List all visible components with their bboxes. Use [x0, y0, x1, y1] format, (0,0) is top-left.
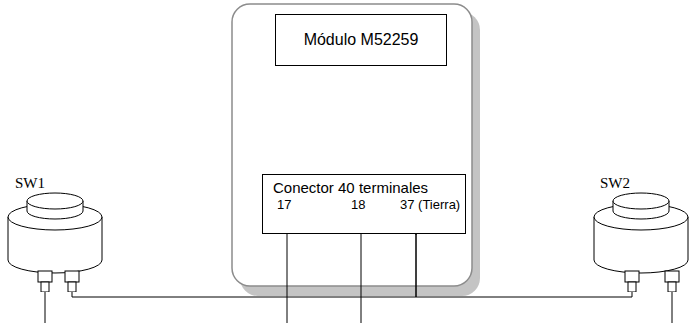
module-title-box: Módulo M52259 — [275, 14, 447, 66]
switch-terminal — [625, 271, 639, 282]
connector-title: Conector 40 terminales — [273, 179, 428, 197]
switch-terminal-tab — [628, 282, 636, 292]
push-switch: SW1 — [5, 175, 105, 292]
pin-label: 37 (Tierra) — [400, 197, 460, 212]
switch-button-top — [613, 193, 669, 209]
switch-name: SW2 — [600, 175, 630, 192]
switch-symbol — [588, 175, 694, 292]
switch-wire — [672, 292, 673, 323]
switch-terminal — [665, 271, 679, 282]
pin-label: 17 — [277, 197, 291, 212]
switch-button-top — [27, 193, 83, 209]
switch-terminal-tab — [668, 282, 676, 292]
switch-terminal — [65, 271, 79, 282]
push-switch: SW2 — [588, 175, 694, 292]
pin-wire — [361, 233, 362, 323]
switch-wire — [45, 292, 46, 323]
switch-terminal — [38, 271, 52, 282]
switch-symbol — [5, 175, 105, 292]
switch-name: SW1 — [15, 175, 45, 192]
switch-terminal-tab — [68, 282, 76, 292]
wire-connector — [72, 234, 416, 297]
module-title: Módulo M52259 — [304, 31, 419, 49]
pin-label: 18 — [351, 197, 365, 212]
module-housing — [232, 4, 472, 286]
pin-wire — [287, 233, 288, 323]
switch-terminal-tab — [41, 282, 49, 292]
